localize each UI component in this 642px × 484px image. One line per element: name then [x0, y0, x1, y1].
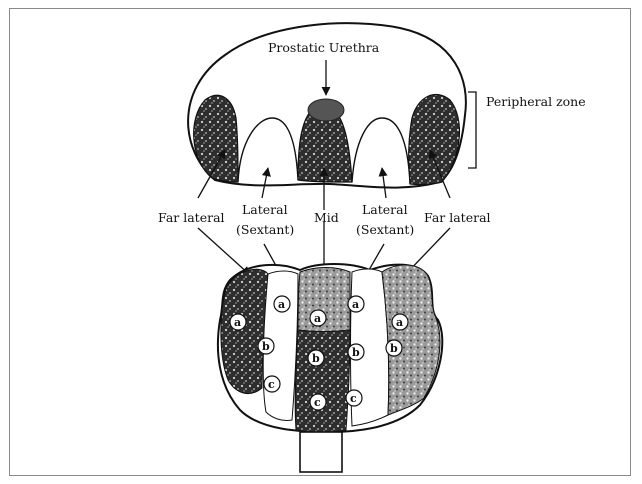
svg-text:a: a [314, 312, 321, 325]
column-far-left [221, 269, 268, 393]
prostate-gland [218, 264, 442, 472]
column-far-right [382, 265, 440, 415]
marker-b-mid: b [308, 350, 324, 366]
label-sextant-right: (Sextant) [356, 222, 414, 237]
svg-text:b: b [390, 342, 398, 355]
column-mid-lower [295, 330, 350, 432]
label-prostatic-urethra: Prostatic Urethra [268, 40, 380, 55]
svg-text:c: c [268, 378, 275, 391]
marker-c-right: c [346, 390, 362, 406]
svg-text:b: b [352, 346, 360, 359]
label-sextant-left: (Sextant) [236, 222, 294, 237]
marker-c-mid: c [310, 394, 326, 410]
marker-a-right: a [348, 296, 364, 312]
label-lateral-left: Lateral [242, 202, 288, 217]
urethra-oval [308, 99, 344, 121]
svg-text:b: b [262, 340, 270, 353]
svg-text:a: a [278, 298, 285, 311]
svg-text:a: a [352, 298, 359, 311]
peripheral-right-region [409, 94, 460, 184]
peripheral-zone-bracket [468, 92, 476, 168]
svg-text:b: b [312, 352, 320, 365]
svg-text:c: c [350, 392, 357, 405]
label-peripheral-zone: Peripheral zone [486, 94, 586, 109]
marker-b-right: b [348, 344, 364, 360]
marker-c-left: c [264, 376, 280, 392]
svg-text:a: a [396, 316, 403, 329]
label-mid: Mid [314, 210, 339, 225]
marker-a-far-left: a [230, 314, 246, 330]
marker-a-mid: a [310, 310, 326, 326]
marker-b-far-right: b [386, 340, 402, 356]
svg-text:a: a [234, 316, 241, 329]
marker-a-left: a [274, 296, 290, 312]
label-far-lateral-left: Far lateral [158, 210, 225, 225]
svg-text:c: c [314, 396, 321, 409]
label-far-lateral-right: Far lateral [424, 210, 491, 225]
peripheral-left-region [194, 95, 238, 182]
marker-b-left: b [258, 338, 274, 354]
urethra-stem [300, 432, 342, 472]
marker-a-far-right: a [392, 314, 408, 330]
label-lateral-right: Lateral [362, 202, 408, 217]
